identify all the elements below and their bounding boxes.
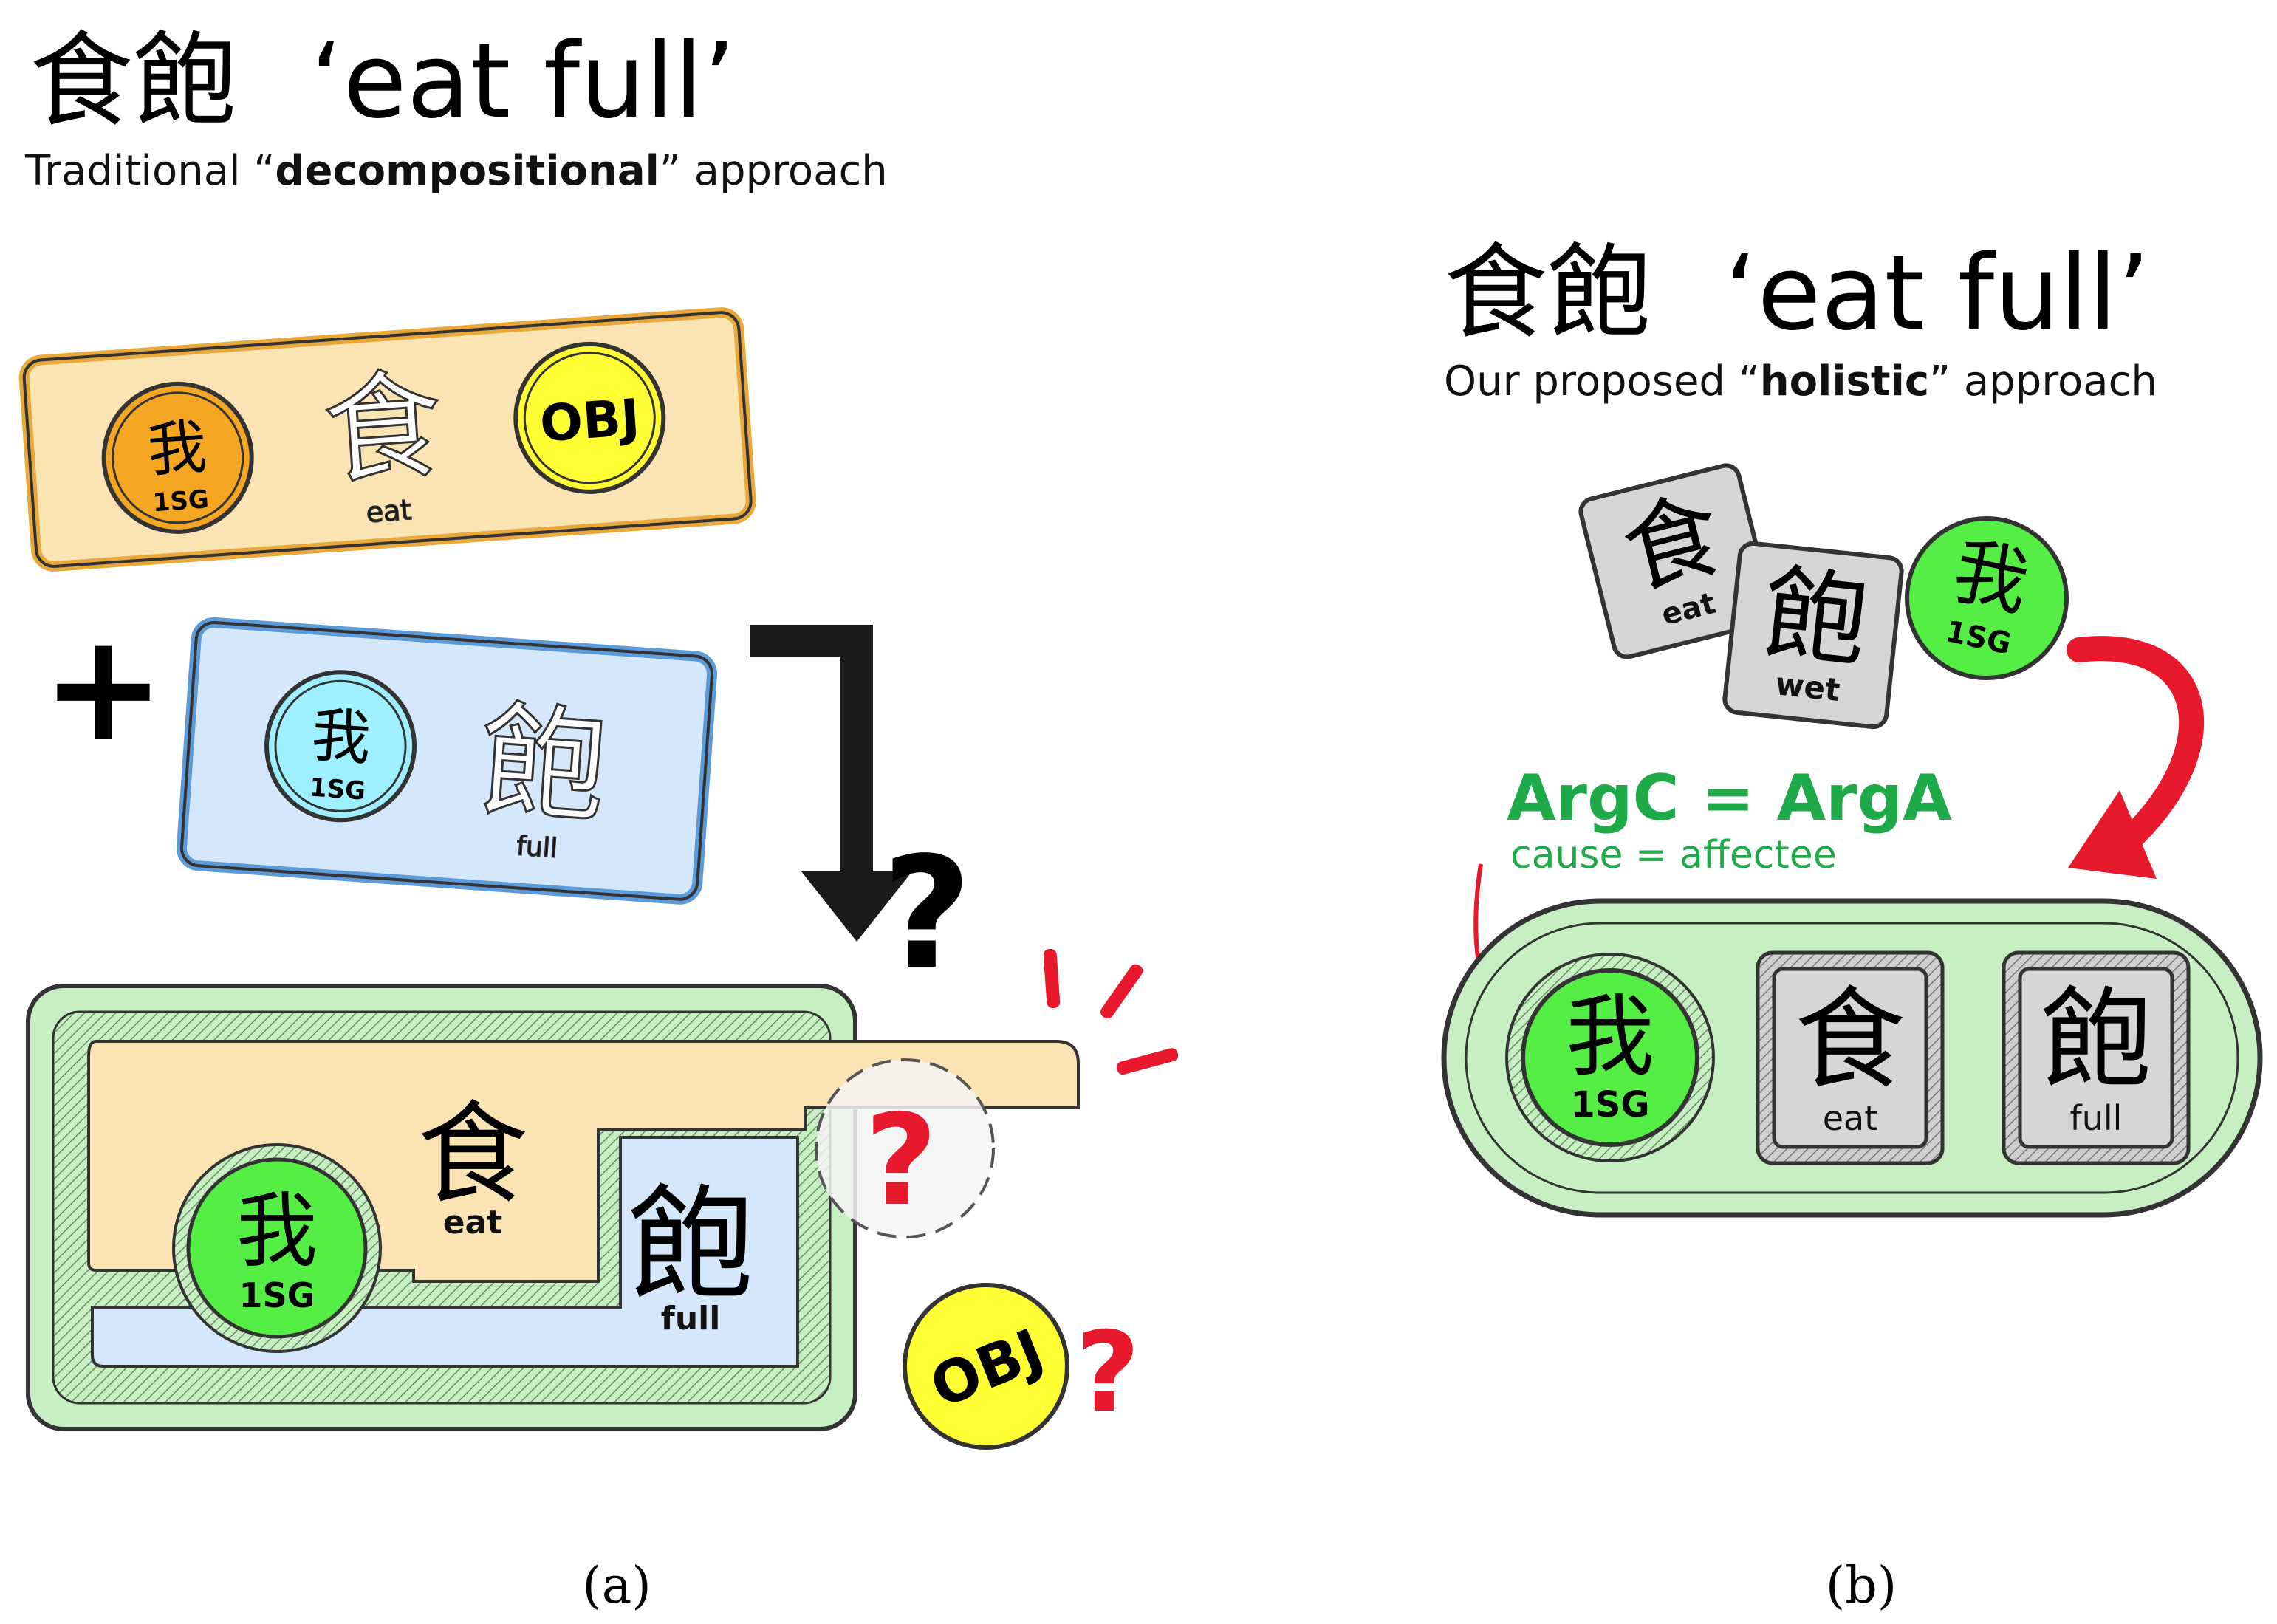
red-curved-arrow (2067, 636, 2205, 851)
plus-sign: + (41, 602, 165, 774)
card-full-bg (176, 617, 718, 905)
result-b-tile-full-char: 飽 (2041, 976, 2151, 1105)
coin-obj-card-ring (523, 352, 656, 484)
coin-1sg-cyan (264, 670, 417, 823)
panel-b-subtitle: Our proposed “holistic” approach (1444, 357, 2157, 405)
card-full-verb: 飽 (475, 688, 610, 843)
result-a-coin-1sg-tag: 1SG (239, 1275, 315, 1315)
panel-b: 食飽 ‘eat full’ Our proposed “holistic” ap… (1441, 233, 2263, 1615)
result-b-coin-1sg-tag: 1SG (1570, 1084, 1649, 1126)
result-a-verb-full-gloss: full (661, 1300, 721, 1337)
result-card-b: 我 1SG 食 eat 飽 full (1441, 898, 2263, 1218)
tile-wet-bg (1722, 541, 1904, 730)
exclaim-mark-2 (1100, 964, 1143, 1019)
stray-obj-coin: OBJ (903, 1283, 1069, 1450)
panel-a-title-cjk: 食飽 (30, 21, 236, 142)
stray-obj-coin-circle (903, 1283, 1069, 1450)
floating-coin-1sg: 我 1SG (1905, 516, 2069, 680)
coin-obj-card (513, 341, 666, 494)
exclaim-marks (1043, 949, 1179, 1075)
card-full-verb-gloss: full (516, 831, 558, 864)
coin-1sg-cyan-ring (274, 679, 407, 812)
result-a-verb-eat-gloss: eat (443, 1204, 503, 1241)
result-b-tile-full-gloss: full (2070, 1098, 2123, 1138)
tile-wet-char: 飽 (1757, 553, 1872, 684)
bent-arrow-head (801, 871, 912, 942)
slot-question-mark: ? (865, 1088, 938, 1234)
coin-obj-card-label: OBJ (538, 388, 642, 453)
panel-a-subtitle-pre: Traditional “ (24, 147, 275, 195)
floating-coin-1sg-circle (1905, 516, 2069, 680)
card-eat: 我 1SG 食 eat OBJ (18, 307, 756, 572)
panel-a-title-gloss: ‘eat full’ (310, 21, 736, 142)
panel-b-subtitle-post: ” approach (1929, 357, 2157, 405)
coin-1sg-orange-ring (112, 391, 244, 524)
tile-eat: 食 eat (1578, 463, 1775, 659)
caption-b: (b) (1826, 1557, 1897, 1615)
result-b-tile-eat (1772, 967, 1928, 1149)
panel-b-title-gloss: ‘eat full’ (1725, 233, 2150, 354)
equation: ArgC = ArgA (1507, 761, 1952, 835)
card-full: 我 1SG 飽 full (176, 617, 718, 905)
card-eat-verb: 食 (319, 355, 447, 501)
result-b-tile-eat-gloss: eat (1823, 1098, 1878, 1138)
bent-arrow-shaft (750, 625, 873, 879)
result-a-coin-1sg-char: 我 (236, 1184, 318, 1278)
red-curved-arrow-head (2068, 790, 2157, 879)
panel-a-subtitle-post: ” approach (660, 147, 888, 195)
bent-arrow (750, 625, 912, 942)
panel-b-subtitle-pre: Our proposed “ (1444, 357, 1760, 405)
coin-1sg-orange-tag: 1SG (151, 484, 210, 518)
result-b-tile-eat-char: 食 (1795, 976, 1906, 1105)
exclaim-mark-3 (1116, 1048, 1179, 1075)
coin-1sg-orange-char: 我 (145, 412, 209, 484)
card-eat-outline (22, 311, 753, 568)
tile-wet-gloss: wet (1774, 665, 1842, 708)
equation-gloss: cause = affectee (1510, 833, 1837, 877)
floating-coin-1sg-char: 我 (1946, 527, 2036, 627)
exclaim-mark-1 (1043, 949, 1061, 1008)
result-a-verb-eat: 食 (417, 1091, 528, 1219)
result-a-coin-1sg-inner (186, 1157, 368, 1339)
coin-1sg-orange (101, 381, 254, 534)
result-b-coin-1sg-char: 我 (1566, 986, 1654, 1089)
coin-1sg-cyan-tag: 1SG (309, 773, 367, 806)
panel-a-subtitle-bold: decompositional (275, 147, 659, 195)
panel-a: 食飽 ‘eat full’ Traditional “decomposition… (18, 21, 1179, 1615)
coin-1sg-cyan-char: 我 (309, 701, 373, 773)
empty-object-slot (815, 1058, 995, 1238)
result-card-a: 我 1SG 食 eat 飽 full (26, 984, 1080, 1431)
result-b-tile-full (2018, 967, 2174, 1149)
panel-b-subtitle-bold: holistic (1760, 357, 1929, 405)
card-eat-verb-gloss: eat (365, 493, 412, 529)
tile-wet: 飽 wet (1722, 541, 1904, 730)
big-question-mark: ? (882, 823, 972, 1004)
card-full-outline (179, 620, 714, 901)
panel-a-subtitle: Traditional “decompositional” approach (24, 147, 888, 195)
caption-a: (a) (582, 1557, 651, 1615)
stray-obj-question-mark: ? (1075, 1309, 1140, 1437)
panel-b-title-cjk: 食飽 (1444, 233, 1651, 354)
result-b-coin-1sg (1521, 968, 1699, 1147)
result-a-verb-full: 飽 (628, 1173, 753, 1319)
